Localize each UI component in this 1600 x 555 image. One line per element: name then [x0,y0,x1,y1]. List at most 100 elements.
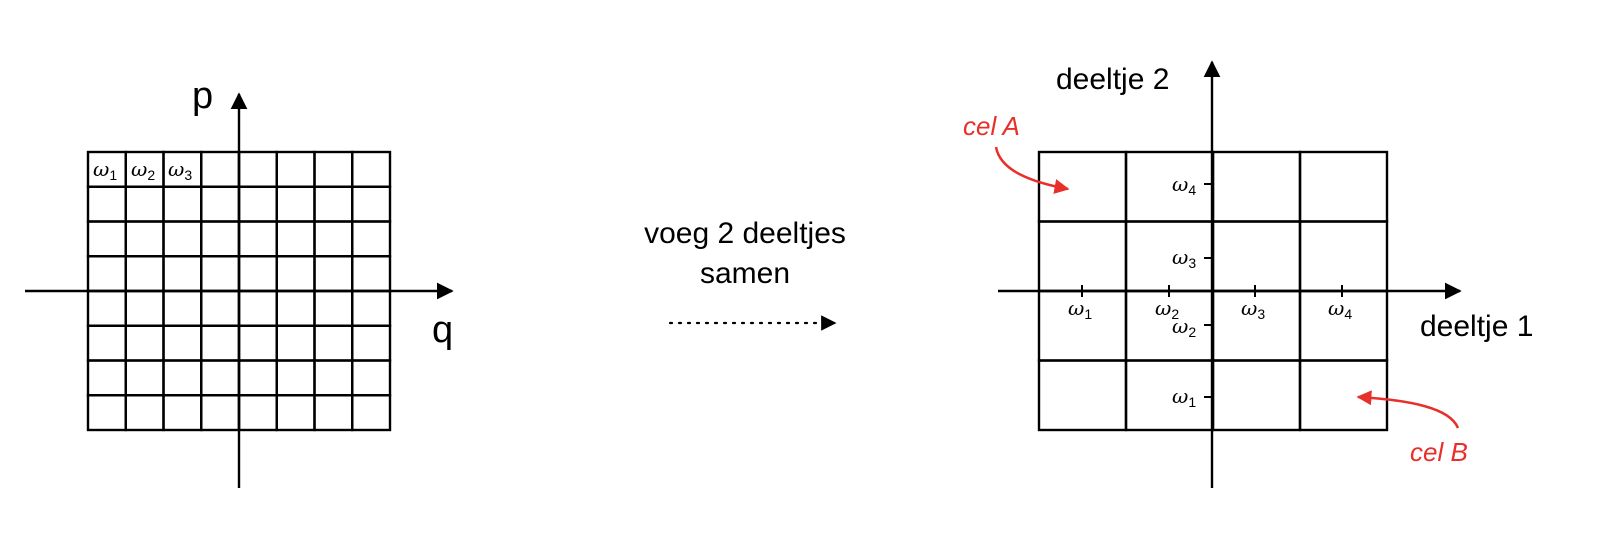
right-axis-y-label: deeltje 2 [1056,63,1169,96]
right-two-particle-space: deeltje 1 deeltje 2 ω1 ω2 ω3 ω4 ω [963,60,1533,488]
left-grid-cell-r5-c5 [237,289,278,327]
right-y-tick-omega-2: ω2 [1172,314,1196,340]
left-grid-cell-r2-c4 [200,185,241,223]
left-axis-x-label: q [432,309,453,351]
left-grid-cell-r6-c4 [200,324,241,362]
left-grid-cell-r5-c3 [162,289,203,327]
right-y-ticks [1204,183,1212,398]
left-grid-cell-r3-c5 [237,220,278,258]
combine-step: voeg 2 deeltjes samen [644,217,846,331]
left-grid-cell-r5-c1 [86,289,127,327]
right-x-tick-omega-3: ω3 [1241,296,1265,322]
left-grid-cell-r2-c2 [124,185,165,223]
left-grid-cell-r7-c4 [200,359,241,397]
left-grid-cell-r5-c6 [275,289,316,327]
left-grid-cell-r4-c5 [237,255,278,293]
annotation-cel-b-arrow [1356,390,1460,429]
left-grid-cell-r3-c1 [86,220,127,258]
left-grid-cell-r7-c1 [86,359,127,397]
left-grid-cell-r4-c3 [162,255,203,293]
left-grid-cell-r3-c7 [313,220,354,258]
left-grid-cell-r2-c6 [275,185,316,223]
right-grid-cell-r1-c4 [1298,150,1389,223]
left-cell-label-omega-3: ω3 [168,157,192,183]
right-grid-cell-r1-c2 [1124,150,1215,223]
left-grid-cell-r3-c3 [162,220,203,258]
left-grid-cell-r3-c4 [200,220,241,258]
left-grid-cell-r6-c7 [313,324,354,362]
left-grid-cell-r6-c2 [124,324,165,362]
right-x-tick-omega-1: ω1 [1068,296,1092,322]
left-grid-cell-r5-c2 [124,289,165,327]
left-grid-cell-r7-c3 [162,359,203,397]
left-grid-cell-r3-c8 [351,220,392,258]
left-grid-cell-r2-c3 [162,185,203,223]
right-axis-x-label: deeltje 1 [1420,310,1533,343]
left-grid-cell-r4-c4 [200,255,241,293]
left-grid-cell-r6-c5 [237,324,278,362]
right-grid-cell-r2-c3 [1211,220,1302,293]
left-grid-cell-r8-c4 [200,394,241,432]
left-grid-cell-r7-c8 [351,359,392,397]
annotation-cel-a: cel A [963,111,1020,141]
left-phase-space: q p ω1 ω2 ω3 [25,75,454,488]
left-axis-y-label: p [192,75,213,117]
right-x-ticks [1081,285,1343,297]
left-grid-cell-r2-c7 [313,185,354,223]
combine-text-line-2: samen [700,257,790,290]
left-grid-cell-r4-c6 [275,255,316,293]
right-grid-cell-r2-c1 [1037,220,1128,293]
right-x-tick-omega-2: ω2 [1155,296,1179,322]
left-grid-cell-r7-c5 [237,359,278,397]
left-grid-cell-r1-c8 [351,150,392,188]
right-grid-cell-r1-c3 [1211,150,1302,223]
left-grid-cell-r2-c1 [86,185,127,223]
annotation-cel-b: cel B [1410,437,1468,467]
left-grid-cell-r6-c8 [351,324,392,362]
left-grid-cell-r5-c8 [351,289,392,327]
right-y-tick-omega-1: ω1 [1172,384,1196,410]
right-grid-cell-r4-c4 [1298,359,1389,432]
left-grid-cell-r7-c2 [124,359,165,397]
left-grid-cell-r4-c8 [351,255,392,293]
left-grid-cell-r1-c4 [200,150,241,188]
left-grid-cell-r4-c2 [124,255,165,293]
right-grid-cell-r2-c2 [1124,220,1215,293]
right-grid-cell-r4-c3 [1211,359,1302,432]
left-grid-cell-r6-c6 [275,324,316,362]
left-grid-cell-r4-c1 [86,255,127,293]
combine-text-line-1: voeg 2 deeltjes [644,217,846,250]
left-grid [86,150,392,432]
left-grid-cell-r6-c3 [162,324,203,362]
left-grid-cell-r5-c4 [200,289,241,327]
left-grid-cell-r8-c8 [351,394,392,432]
right-y-tick-omega-4: ω4 [1172,172,1196,198]
left-grid-cell-r7-c7 [313,359,354,397]
right-y-tick-omega-3: ω3 [1172,245,1196,271]
left-grid-cell-r1-c7 [313,150,354,188]
left-grid-cell-r2-c5 [237,185,278,223]
right-grid-cell-r4-c2 [1124,359,1215,432]
left-grid-cell-r1-c6 [275,150,316,188]
left-grid-cell-r8-c7 [313,394,354,432]
left-grid-cell-r8-c6 [275,394,316,432]
left-grid-cell-r4-c7 [313,255,354,293]
left-cell-label-omega-2: ω2 [131,157,155,183]
left-cell-label-omega-1: ω1 [93,157,117,183]
left-grid-cell-r3-c6 [275,220,316,258]
left-grid-cell-r6-c1 [86,324,127,362]
right-grid-cell-r2-c4 [1298,220,1389,293]
annotation-cel-a-arrow [994,146,1070,194]
left-grid-cell-r1-c5 [237,150,278,188]
right-x-tick-omega-4: ω4 [1328,296,1352,322]
left-grid-cell-r7-c6 [275,359,316,397]
left-grid-cell-r2-c8 [351,185,392,223]
left-grid-cell-r5-c7 [313,289,354,327]
left-grid-cell-r8-c3 [162,394,203,432]
left-grid-cell-r3-c2 [124,220,165,258]
right-grid-cell-r4-c1 [1037,359,1128,432]
left-grid-cell-r8-c5 [237,394,278,432]
left-grid-cell-r8-c1 [86,394,127,432]
left-grid-cell-r8-c2 [124,394,165,432]
